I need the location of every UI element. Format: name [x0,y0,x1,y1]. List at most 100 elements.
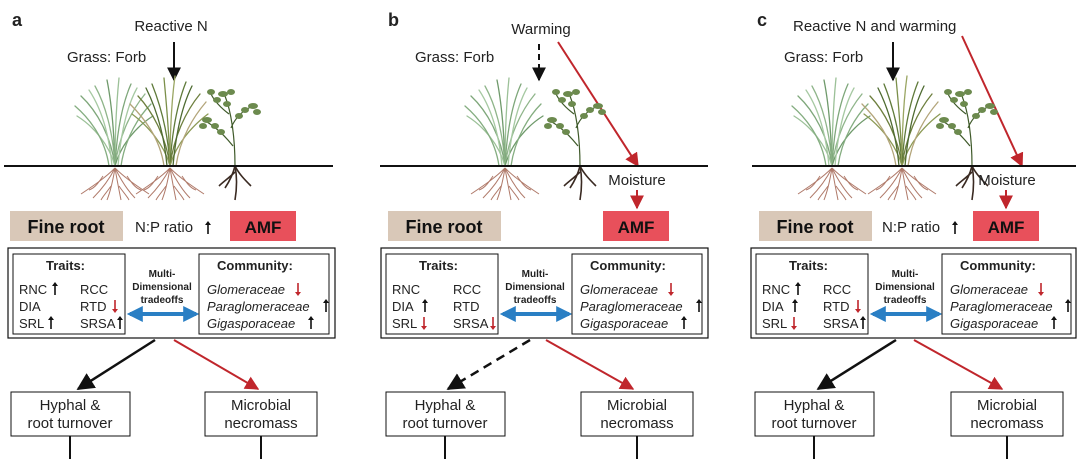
panel-letter: a [12,10,23,30]
trait-rcc: RCC [453,282,481,297]
trait-rtd: RTD [823,299,849,314]
hyphal-turnover-box [385,391,506,437]
trait-rtd: RTD [453,299,479,314]
amf-label: AMF [988,218,1025,237]
trait-up-arrow [47,315,55,330]
trait-down-arrow [489,316,497,331]
tradeoffs-line-2: Dimensional [132,282,192,293]
tradeoffs-line-2: Dimensional [875,282,935,293]
necromass-line-2: necromass [600,415,673,432]
traits-box [755,253,869,335]
community-box [198,253,330,335]
amf-label: AMF [245,218,282,237]
panel-letter: c [757,10,767,30]
forb-plant [543,88,607,201]
trait-srsa: SRSA [453,316,489,331]
driver-label: Warming [511,21,570,38]
hyphal-line-1: Hyphal & [40,397,101,414]
grass-forb-label: Grass: Forb [67,49,146,66]
trait-dia: DIA [762,299,784,314]
amf-box [973,211,1039,241]
grass-plant [129,75,209,167]
red-path-arrow [545,339,635,390]
moisture-label: Moisture [608,172,666,189]
trait-down-arrow [111,299,119,314]
amf-box [230,211,296,241]
hyphal-line-1: Hyphal & [784,397,845,414]
traits-box [12,253,126,335]
driver-label: Reactive N [134,18,207,35]
grass-plant [791,77,871,167]
grass-plant [464,77,544,167]
tradeoffs-line-1: Multi- [522,269,549,280]
trait-srl: SRL [19,316,44,331]
tradeoffs-line-3: tradeoffs [514,295,557,306]
taxon-up-arrow [307,315,315,330]
fibrous-roots [470,167,540,201]
moisture-label: Moisture [978,172,1036,189]
taxon-down-arrow [1037,282,1045,297]
trait-rnc: RNC [762,282,790,297]
traits-community-outer-box [750,247,1077,339]
community-title: Community: [217,258,293,273]
taxon-gigasporaceae: Gigasporaceae [580,316,668,331]
traits-title: Traits: [46,258,85,273]
necromass-line-2: necromass [224,415,297,432]
red-warming-arrow [961,35,1024,168]
amf-label: AMF [618,218,655,237]
red-path-arrow [913,339,1004,390]
panel-b: b Warming Grass: Forb Moisture Fine root… [380,10,709,459]
fibrous-roots [797,167,867,201]
taxon-glomeraceae: Glomeraceae [950,282,1028,297]
fine-root-label: Fine root [777,217,854,237]
fine-root-box [388,211,501,241]
grass-forb-label: Grass: Forb [415,49,494,66]
taxon-paraglomeraceae: Paraglomeraceae [950,299,1053,314]
trait-srl: SRL [392,316,417,331]
trait-down-arrow [790,316,798,331]
community-title: Community: [960,258,1036,273]
traits-community-outer-box [380,247,709,339]
trait-down-arrow [420,316,428,331]
taxon-paraglomeraceae: Paraglomeraceae [580,299,683,314]
amf-box [603,211,669,241]
plant-illustration [464,77,607,201]
driver-label: Reactive N and warming [793,18,956,35]
plant-illustration [791,75,999,201]
fine-root-label: Fine root [28,217,105,237]
taxon-down-arrow [294,282,302,297]
fibrous-roots [867,167,937,201]
necromass-line-1: Microbial [607,397,667,414]
trait-rtd: RTD [80,299,106,314]
plant-illustration [74,75,262,201]
trait-up-arrow [791,298,799,313]
taxon-gigasporaceae: Gigasporaceae [950,316,1038,331]
taxon-paraglomeraceae: Paraglomeraceae [207,299,310,314]
taxon-up-arrow [1064,298,1072,313]
hyphal-line-2: root turnover [27,415,112,432]
taxon-up-arrow [1050,315,1058,330]
fine-root-box [10,211,123,241]
trait-srsa: SRSA [80,316,116,331]
trait-srl: SRL [762,316,787,331]
traits-box [385,253,499,335]
community-box [941,253,1072,335]
trait-rcc: RCC [80,282,108,297]
black-dashed-path-arrow [446,338,531,391]
trait-dia: DIA [392,299,414,314]
taxon-up-arrow [322,298,330,313]
panel-letter: b [388,10,399,30]
fibrous-roots [135,167,205,201]
forb-plant [198,88,262,201]
taxon-down-arrow [667,282,675,297]
taxon-up-arrow [695,298,703,313]
trait-rnc: RNC [392,282,420,297]
np-ratio-label: N:P ratio [882,219,940,236]
hyphal-turnover-box [10,391,131,437]
traits-community-outer-box [7,247,336,339]
panel-a: a Reactive N Grass: Forb Fine root N:P r… [4,10,336,459]
taxon-gigasporaceae: Gigasporaceae [207,316,295,331]
fine-root-box [759,211,872,241]
necromass-line-2: necromass [970,415,1043,432]
